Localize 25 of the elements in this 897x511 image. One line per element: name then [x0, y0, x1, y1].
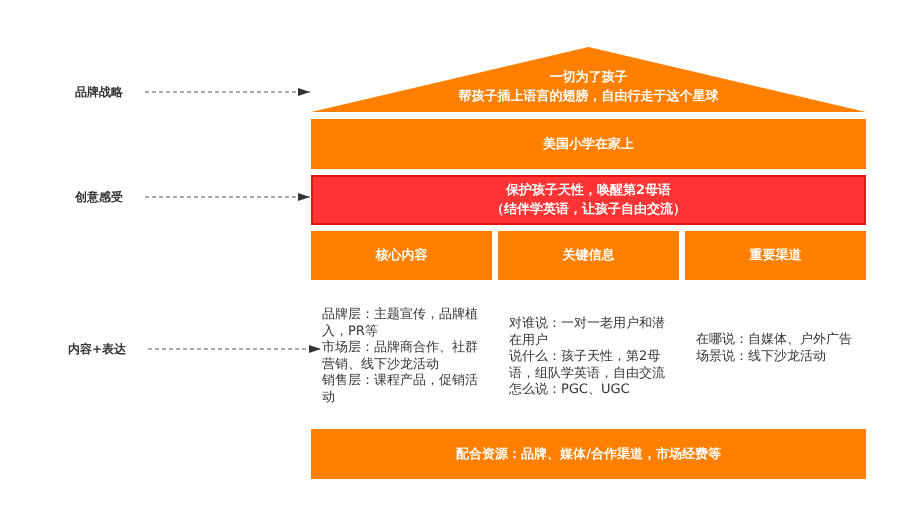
banner-heading: 保护孩子天性，唤醒第2母语	[506, 182, 672, 200]
roof-heading: 一切为了孩子	[550, 68, 628, 87]
row-label: 创意感受	[75, 189, 123, 205]
body-text: 市场层：品牌商合作、社群营销、线下沙龙活动	[322, 340, 479, 373]
column-header: 关键信息	[498, 231, 679, 280]
row-label: 内容+表达	[68, 341, 126, 357]
dashed-arrow	[148, 345, 321, 353]
column-header: 重要渠道	[685, 231, 866, 280]
body-text: 销售层：课程产品，促销活动	[322, 373, 479, 407]
slogan-bar: 美国小学在家上	[311, 119, 866, 169]
roof-triangle	[311, 47, 866, 112]
body-text: 怎么说：PGC、UGC	[509, 382, 631, 399]
body-text: 在哪说：自媒体、户外广告	[696, 332, 853, 349]
resource-bar: 配合资源：品牌、媒体/合作渠道，市场经费等	[311, 429, 866, 479]
body-text: 场景说：线下沙龙活动	[696, 348, 827, 366]
row-label: 品牌战略	[75, 84, 123, 100]
banner-subtext: （结伴学英语，让孩子自由交流）	[491, 200, 686, 219]
highlight-banner	[311, 175, 866, 225]
column-header: 核心内容	[311, 231, 492, 280]
body-text: 说什么：孩子天性，第2母语，组队学英语，自由交流	[509, 349, 666, 382]
body-text: 对谁说：一对一老用户和潜在用户	[509, 316, 666, 349]
dashed-arrow	[145, 88, 310, 96]
body-text: 品牌层：主题宣传，品牌植入，PR等	[322, 307, 479, 340]
roof-subtext: 帮孩子插上语言的翅膀，自由行走于这个星球	[458, 88, 718, 106]
dashed-arrow	[145, 193, 310, 201]
